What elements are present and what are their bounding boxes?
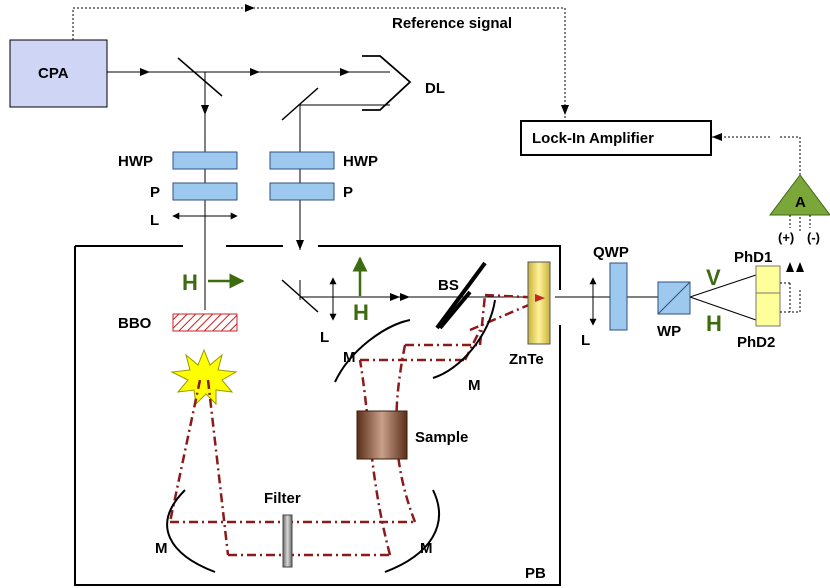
- reference-arrow-icon: [245, 4, 255, 12]
- plus-label: (+): [778, 230, 794, 245]
- l-right-label: L: [581, 332, 590, 349]
- beam-arrow-3-icon: [340, 68, 350, 76]
- delay-line-retroreflector: [362, 55, 412, 111]
- qwp-label: QWP: [593, 244, 629, 261]
- bs-pellicle: [438, 290, 472, 330]
- h-left-label: H: [182, 270, 198, 295]
- amplifier-triangle: [769, 174, 830, 216]
- minus-up-arrow-icon: [796, 262, 804, 272]
- qwp-plate: [609, 262, 628, 331]
- wp-label: WP: [657, 323, 681, 340]
- l-top-label: L: [150, 212, 159, 229]
- sample-label: Sample: [415, 429, 468, 446]
- bs-pellicle-2: [435, 261, 487, 330]
- beam-arrow-4-icon: [201, 105, 209, 115]
- hwp-right: [269, 151, 335, 170]
- photodiode-2: [755, 292, 781, 327]
- amp-label: A: [795, 194, 806, 211]
- mirror-lower-left: [166, 489, 216, 573]
- mirror-upper-right: [432, 299, 496, 379]
- wollaston-diagonal: [657, 281, 691, 315]
- phd2-label: PhD2: [737, 334, 775, 351]
- m-lower-right-label: M: [420, 540, 433, 557]
- bbo-crystal: [172, 313, 238, 332]
- v-right-label: V: [706, 265, 721, 290]
- l-mid-label: L: [320, 329, 329, 346]
- mirror-lower: [281, 279, 319, 313]
- m-lower-left-label: M: [155, 540, 168, 557]
- mirror-lower-right: [384, 489, 440, 573]
- beam-arrow-6-icon: [390, 293, 400, 301]
- m-upper-right-label: M: [468, 377, 481, 394]
- dl-label: DL: [425, 80, 445, 97]
- lockin-input-arrow-icon: [712, 133, 722, 141]
- polarizer-left: [172, 182, 238, 201]
- lockin-amplifier-box: [520, 120, 712, 156]
- plasma-star-icon: [170, 348, 238, 406]
- p-left-label: P: [150, 184, 160, 201]
- reference-signal-label: Reference signal: [392, 15, 512, 32]
- beam-arrow-1-icon: [140, 68, 150, 76]
- h-mid-label: H: [353, 300, 369, 325]
- beam-arrow-2-icon: [250, 68, 260, 76]
- bbo-label: BBO: [118, 315, 152, 332]
- hwp-right-label: HWP: [343, 153, 378, 170]
- reference-down-arrow-icon: [561, 105, 569, 115]
- purge-box: [74, 245, 561, 586]
- polarizer-right: [269, 182, 335, 201]
- phd1-label: PhD1: [734, 249, 772, 266]
- beamsplitter-top: [177, 57, 223, 97]
- hwp-left-label: HWP: [118, 153, 153, 170]
- pb-label: PB: [525, 565, 546, 582]
- hwp-left: [172, 151, 238, 170]
- znte-arrow-icon: [535, 294, 545, 302]
- m-upper-left-label: M: [343, 349, 356, 366]
- minus-label: (-): [807, 230, 820, 245]
- plus-up-arrow-icon: [786, 262, 794, 272]
- h-right-label: H: [706, 311, 722, 336]
- sample-block: [356, 410, 408, 460]
- filter-label: Filter: [264, 490, 301, 507]
- cpa-box: [9, 39, 108, 108]
- bs-label: BS: [438, 277, 459, 294]
- znte-crystal: [527, 261, 551, 345]
- p-right-label: P: [343, 184, 353, 201]
- znte-label: ZnTe: [509, 351, 544, 368]
- beam-arrow-7-icon: [400, 293, 410, 301]
- mirror-top-right: [281, 87, 319, 121]
- lockin-amplifier-label: Lock-In Amplifier: [532, 130, 654, 147]
- cpa-label: CPA: [38, 65, 69, 82]
- mirror-upper-left: [334, 319, 411, 383]
- photodiode-1: [755, 265, 781, 294]
- filter-plate: [282, 514, 293, 568]
- beam-arrow-5-icon: [296, 240, 304, 250]
